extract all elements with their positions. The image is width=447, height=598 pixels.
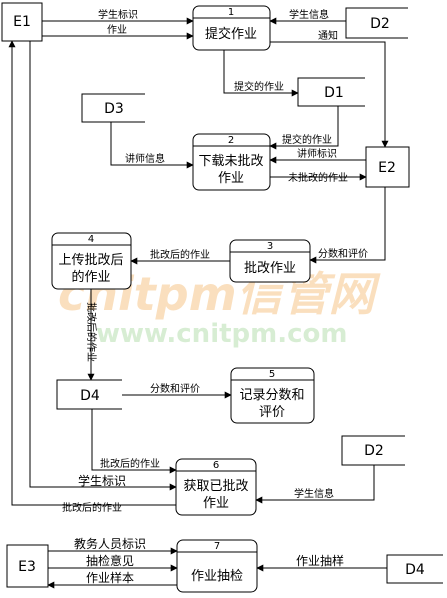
process-1-title: 提交作业 (205, 26, 257, 42)
process-2-number: 2 (228, 135, 234, 146)
label-student-id-1: 学生标识 (98, 8, 138, 21)
label-student-id-2: 学生标识 (78, 473, 126, 488)
flow-p6-e1-graded (8, 40, 176, 506)
process-3-title: 批改作业 (244, 261, 296, 276)
label-student-info-1: 学生信息 (289, 8, 329, 21)
process-5: 5 记录分数和 评价 (230, 367, 315, 424)
process-6-title-line1: 获取已批改 (183, 479, 248, 494)
label-inspection-opinion: 抽检意见 (86, 553, 134, 568)
label-staff-id: 教务人员标识 (74, 536, 146, 551)
label-submitted-hw-2: 提交的作业 (282, 133, 332, 146)
process-3: 3 批改作业 (229, 239, 311, 283)
process-7-number: 7 (214, 541, 220, 552)
process-6-number: 6 (213, 460, 219, 471)
flow-d4-p6-graded (91, 409, 177, 474)
entity-e3: E3 (6, 544, 49, 588)
process-3-number: 3 (267, 241, 273, 252)
flow-e1-p6-student-id (29, 41, 177, 491)
process-5-title-line2: 评价 (259, 405, 285, 420)
label-notify: 通知 (318, 29, 338, 42)
process-7-title: 作业抽检 (191, 569, 243, 584)
process-6-title-line2: 作业 (203, 496, 229, 511)
label-score-eval-1: 分数和评价 (318, 247, 368, 260)
flow-p1-d1-submitted (223, 50, 299, 97)
process-4: 4 上传批改后 的作业 (51, 232, 132, 290)
store-d2-top: D2 (345, 7, 408, 39)
flow-labels: 学生标识 作业 学生信息 通知 提交的作业 提交的作业 讲师信息 讲师标识 未批… (62, 8, 368, 585)
label-graded-hw-1: 批改后的作业 (150, 248, 210, 261)
label-hw-sampling: 作业抽样 (296, 553, 344, 568)
process-2-title-line2: 作业 (218, 171, 244, 186)
label-graded-hw-vertical: 批改后的作业 (85, 302, 98, 362)
process-7: 7 作业抽检 (176, 539, 258, 593)
flow-d2-p6-student-info (255, 465, 375, 504)
store-d2-top-label: D2 (370, 16, 390, 32)
entity-e1-label: E1 (13, 14, 31, 30)
process-5-number: 5 (269, 369, 275, 380)
watermark: cnitpm信管网 www.cnitpm.com (58, 267, 381, 349)
process-1: 1 提交作业 (192, 5, 271, 51)
process-4-title-line1: 上传批改后 (58, 253, 123, 268)
process-2: 2 下载未批改 作业 (192, 133, 271, 191)
label-teacher-id: 讲师标识 (297, 147, 337, 160)
watermark-url: www.cnitpm.com (96, 319, 347, 349)
store-d2-bottom-label: D2 (364, 443, 384, 459)
label-graded-hw-3: 批改后的作业 (62, 501, 122, 514)
process-5-title-line1: 记录分数和 (239, 388, 304, 403)
store-d4-bottom: D4 (386, 554, 443, 584)
flow-d1-p2-submitted (269, 106, 339, 150)
entity-e2-label: E2 (378, 160, 396, 176)
store-d3-label: D3 (104, 101, 124, 117)
process-6: 6 获取已批改 作业 (175, 458, 257, 516)
store-d1-label: D1 (324, 85, 344, 101)
flow-p1-e2-notify (270, 41, 389, 148)
label-teacher-info: 讲师信息 (125, 152, 165, 165)
label-graded-hw-2: 批改后的作业 (100, 457, 160, 470)
store-d4-bottom-label: D4 (405, 562, 425, 578)
flow-e2-p3-score (309, 187, 386, 264)
store-d1: D1 (297, 77, 365, 107)
entity-e2: E2 (365, 146, 410, 188)
label-score-eval-2: 分数和评价 (150, 382, 200, 395)
store-d4-label: D4 (80, 388, 100, 404)
store-d2-bottom: D2 (341, 435, 405, 466)
entity-e3-label: E3 (18, 559, 36, 575)
process-2-title-line1: 下载未批改 (198, 154, 263, 169)
process-4-number: 4 (88, 234, 94, 245)
store-d3: D3 (81, 93, 145, 123)
label-hw-sample: 作业样本 (86, 570, 134, 585)
label-homework-1: 作业 (107, 24, 127, 36)
process-4-title-line2: 的作业 (71, 269, 110, 285)
flow-d3-p2-teacher-info (110, 122, 194, 169)
process-1-number: 1 (228, 7, 234, 18)
label-submitted-hw-1: 提交的作业 (234, 80, 284, 93)
label-student-info-2: 学生信息 (294, 487, 334, 500)
store-d4: D4 (56, 379, 122, 410)
label-ungraded-hw: 未批改的作业 (288, 171, 348, 184)
entity-e1: E1 (1, 2, 43, 42)
